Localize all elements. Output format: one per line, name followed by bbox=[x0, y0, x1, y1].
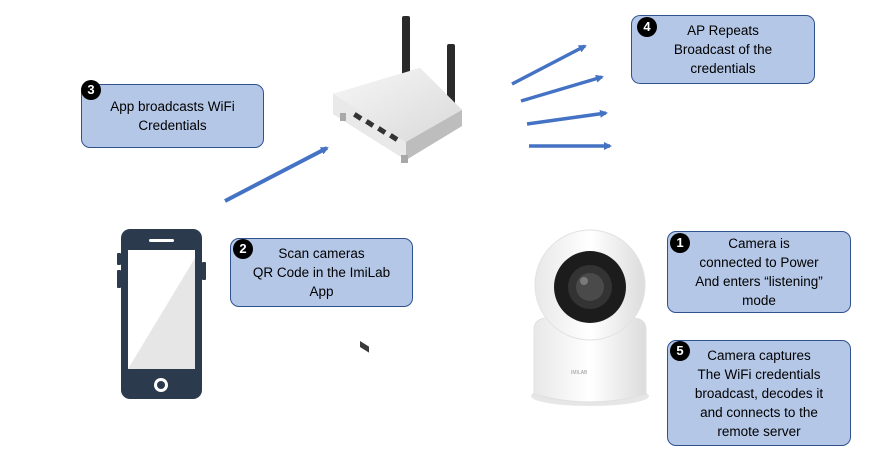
broadcast-arrow-2 bbox=[520, 74, 604, 103]
step-3-badge: 3 bbox=[81, 80, 101, 100]
step-1-text: Camera is connected to Power And enters … bbox=[695, 236, 823, 308]
arrow-phone-to-router bbox=[224, 146, 329, 203]
wifi-router bbox=[333, 16, 462, 353]
step-4-box: AP Repeats Broadcast of the credentials bbox=[631, 15, 815, 84]
smartphone bbox=[117, 229, 206, 399]
step-2-text: Scan cameras QR Code in the ImiLab App bbox=[252, 246, 391, 299]
security-camera: IMILAB bbox=[531, 229, 649, 406]
step-4-badge: 4 bbox=[637, 17, 657, 37]
step-5-box: Camera captures The WiFi credentials bro… bbox=[667, 340, 851, 446]
step-2-badge: 2 bbox=[233, 239, 253, 259]
step-3-text: App broadcasts WiFi Credentials bbox=[110, 99, 235, 133]
camera-brand-label: IMILAB bbox=[571, 370, 588, 376]
step-2-box: Scan cameras QR Code in the ImiLab App bbox=[230, 238, 413, 307]
step-3-box: App broadcasts WiFi Credentials bbox=[81, 84, 264, 148]
broadcast-arrow-1 bbox=[511, 44, 587, 86]
step-1-box: Camera is connected to Power And enters … bbox=[667, 231, 851, 313]
step-5-text: Camera captures The WiFi credentials bro… bbox=[694, 347, 824, 439]
step-5-badge: 5 bbox=[670, 341, 690, 361]
step-1-badge: 1 bbox=[670, 233, 690, 253]
step-4-text: AP Repeats Broadcast of the credentials bbox=[673, 23, 773, 76]
broadcast-arrow-3 bbox=[526, 109, 608, 126]
